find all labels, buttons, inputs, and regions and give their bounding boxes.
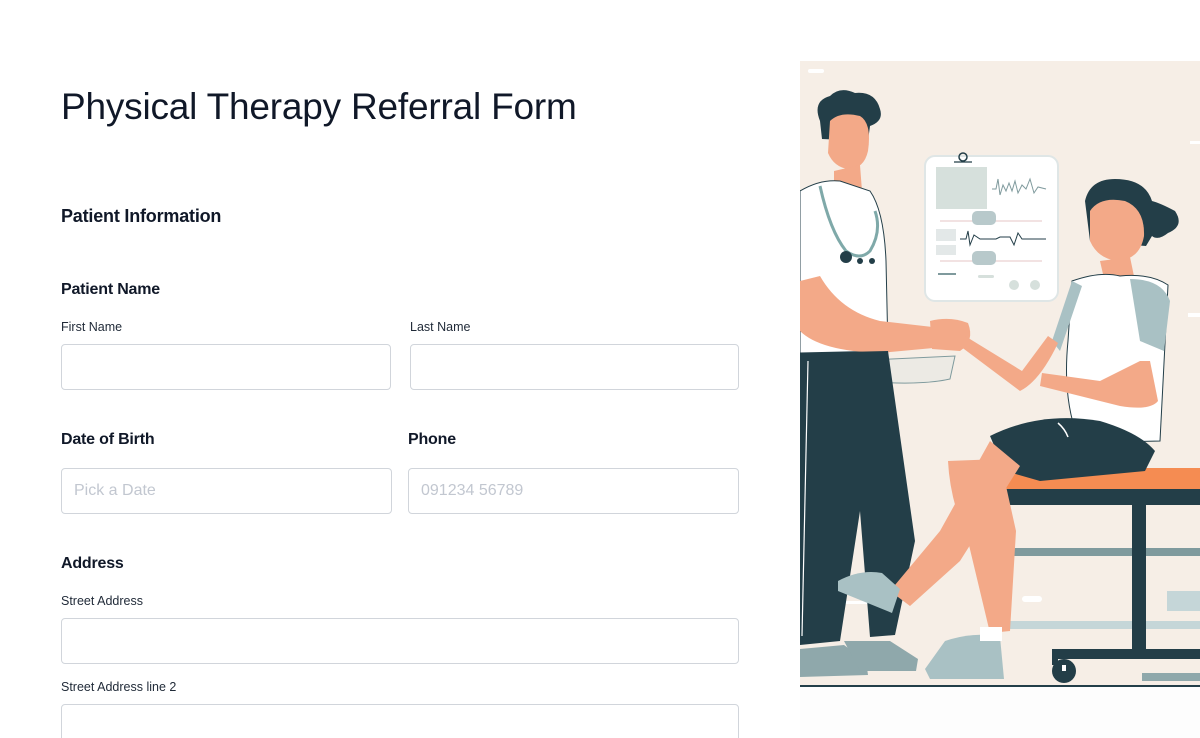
first-name-label: First Name <box>61 320 123 334</box>
section-title-patient-information: Patient Information <box>61 206 222 226</box>
address-heading: Address <box>61 555 124 572</box>
street-address-label: Street Address <box>61 594 143 608</box>
street-address-line2-input[interactable] <box>61 704 739 738</box>
street-address-input[interactable] <box>61 618 739 664</box>
page-title: Physical Therapy Referral Form <box>61 86 577 127</box>
last-name-label: Last Name <box>410 320 471 334</box>
therapy-illustration <box>800 61 1200 738</box>
referral-form: Physical Therapy Referral Form Patient I… <box>61 86 739 738</box>
first-name-input[interactable] <box>61 344 391 390</box>
phone-input[interactable] <box>408 468 739 514</box>
date-of-birth-heading: Date of Birth <box>61 431 155 448</box>
street-address-line2-label: Street Address line 2 <box>61 680 177 694</box>
therapist-patient-illustration-icon <box>800 61 1200 738</box>
patient-name-heading: Patient Name <box>61 281 160 298</box>
phone-heading: Phone <box>408 431 456 448</box>
last-name-input[interactable] <box>410 344 739 390</box>
date-of-birth-input[interactable] <box>61 468 392 514</box>
